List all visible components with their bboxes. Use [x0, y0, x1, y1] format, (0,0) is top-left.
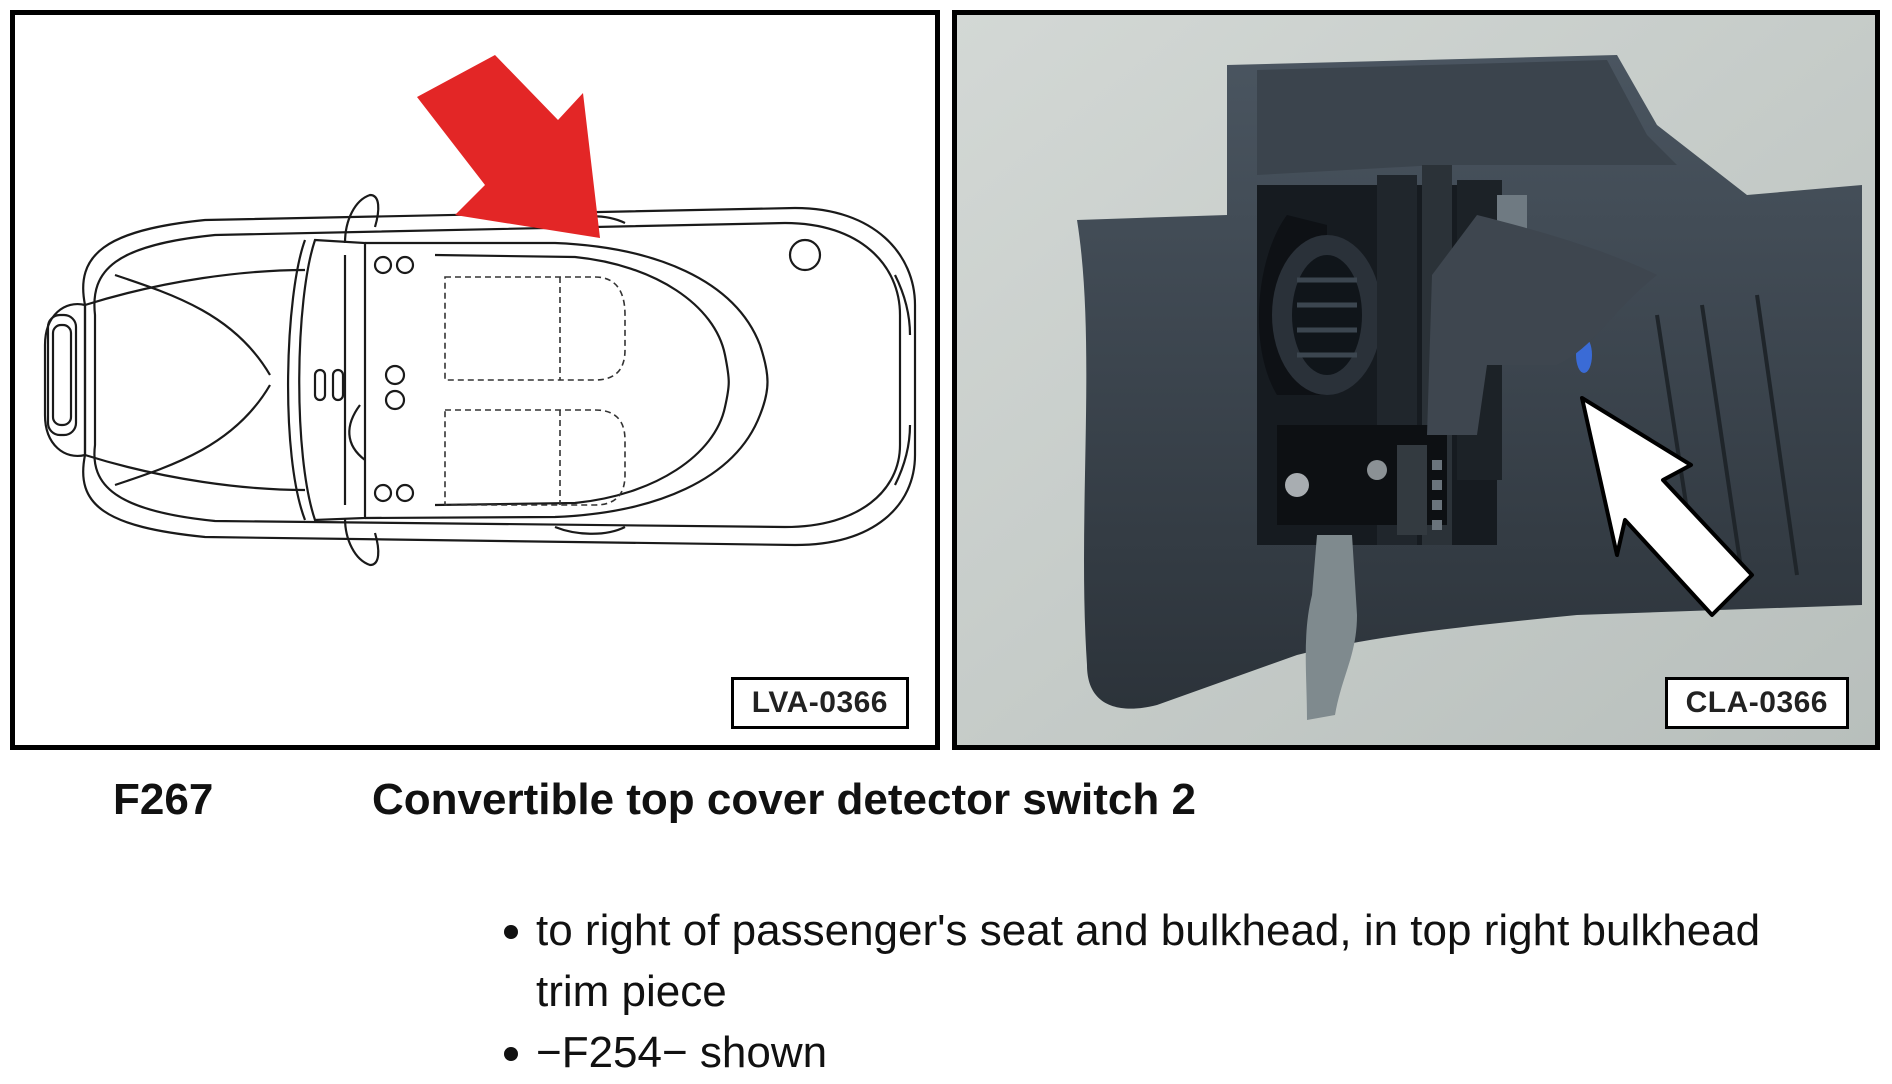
location-diagram: LVA-0366	[10, 10, 940, 750]
car-top-view-drawing	[43, 55, 917, 567]
figure-label-left: LVA-0366	[730, 677, 909, 729]
component-title: Convertible top cover detector switch 2	[372, 775, 1196, 824]
component-photo: CLA-0366	[952, 10, 1880, 750]
location-arrow	[417, 55, 600, 238]
trim-piece-photo	[957, 15, 1875, 745]
list-item: −F254− shown	[500, 1022, 1800, 1083]
location-notes: to right of passenger's seat and bulkhea…	[500, 900, 1800, 1083]
location-arrow-photo	[1580, 396, 1754, 617]
component-code: F267	[113, 775, 214, 824]
figure-label-right: CLA-0366	[1664, 677, 1849, 729]
list-item: to right of passenger's seat and bulkhea…	[500, 900, 1800, 1022]
